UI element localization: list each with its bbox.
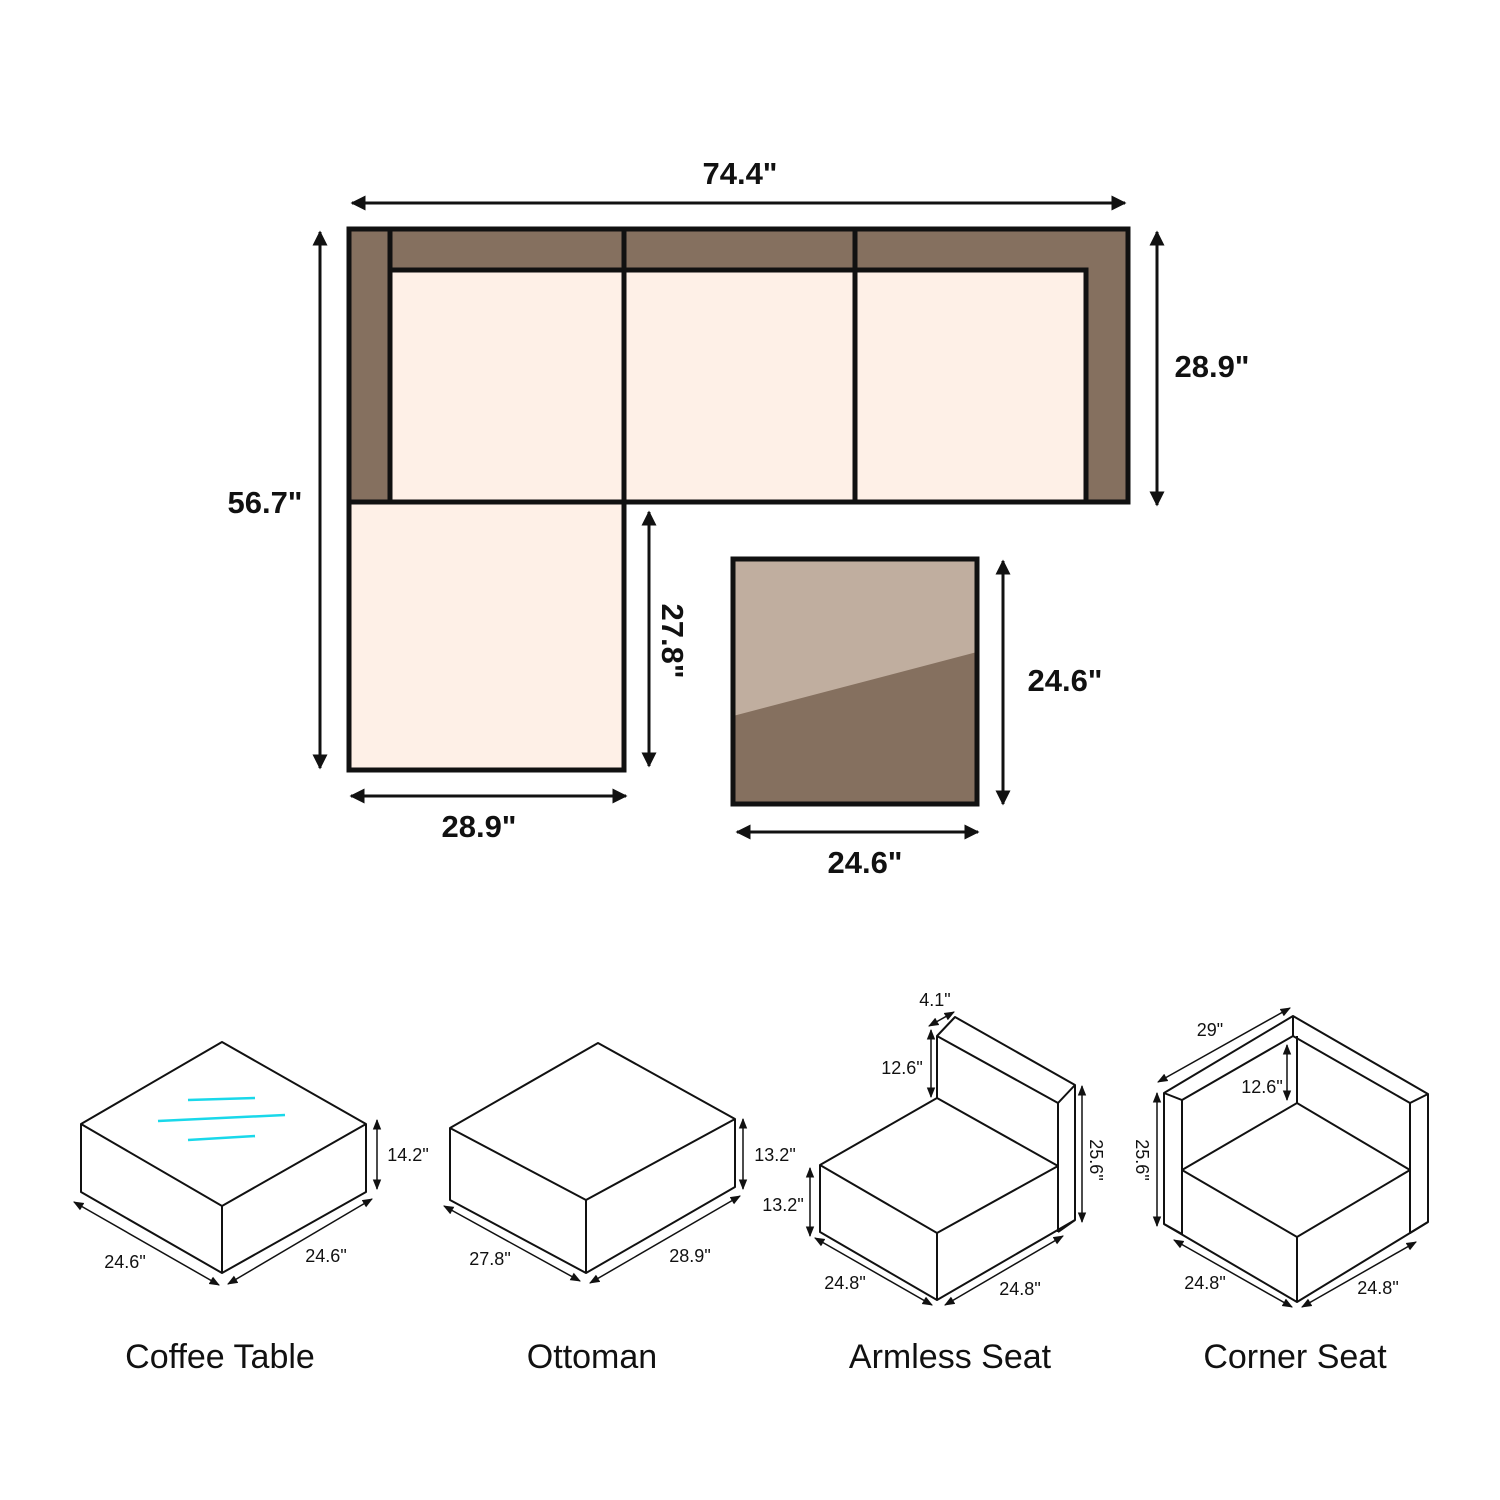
coffee-table-iso: 14.2" 24.6" 24.6" Coffee Table <box>73 1041 429 1376</box>
coffee-table-height: 14.2" <box>387 1145 428 1165</box>
corner-back-length: 29" <box>1197 1020 1223 1040</box>
corner-seat-iso: 29" 12.6" 25.6" 24.8" 24.8" Corner Seat <box>1132 1007 1429 1376</box>
coffee-table-left: 24.6" <box>104 1252 145 1272</box>
armless-total-height: 25.6" <box>1086 1139 1106 1180</box>
armless-left: 24.8" <box>824 1273 865 1293</box>
seat-cushion-1 <box>387 267 627 505</box>
glass-highlight <box>157 1096 286 1142</box>
corner-seat-caption: Corner Seat <box>1203 1338 1387 1376</box>
coffee-table-right: 24.6" <box>305 1246 346 1266</box>
armless-right: 24.8" <box>999 1279 1040 1299</box>
chaise-length-label: 27.8" <box>655 603 690 678</box>
seat-cushion-2 <box>621 267 858 505</box>
armless-seat-iso: 4.1" 12.6" 13.2" 25.6" 24.8" 24.8" Armle… <box>762 990 1106 1376</box>
ottoman-caption: Ottoman <box>527 1338 657 1376</box>
coffee-table-top-view <box>730 556 980 807</box>
ottoman-left: 27.8" <box>469 1249 510 1269</box>
coffee-table-caption: Coffee Table <box>125 1338 315 1376</box>
corner-left: 24.8" <box>1184 1273 1225 1293</box>
overall-depth-label: 56.7" <box>227 485 302 520</box>
armless-back-thickness: 4.1" <box>919 990 950 1010</box>
sectional-top-view: 74.4" 56.7" 28.9" 27.8" 28.9" 24.6" 24.6… <box>227 156 1249 880</box>
ottoman-right: 28.9" <box>669 1246 710 1266</box>
corner-back-height: 12.6" <box>1241 1077 1282 1097</box>
armless-seat-caption: Armless Seat <box>849 1338 1052 1376</box>
sofa-depth-label: 28.9" <box>1174 349 1249 384</box>
chaise-width-label: 28.9" <box>441 809 516 844</box>
chaise-ottoman <box>346 499 627 773</box>
ottoman-height: 13.2" <box>754 1145 795 1165</box>
seat-cushion-3 <box>852 267 1089 505</box>
armless-seat-height: 13.2" <box>762 1195 803 1215</box>
ottoman-iso: 13.2" 27.8" 28.9" Ottoman <box>443 1042 796 1376</box>
corner-right: 24.8" <box>1357 1278 1398 1298</box>
armless-back-height: 12.6" <box>881 1058 922 1078</box>
corner-total-height: 25.6" <box>1132 1139 1152 1180</box>
overall-width-label: 74.4" <box>702 156 777 191</box>
table-width-label: 24.6" <box>827 845 902 880</box>
table-depth-label: 24.6" <box>1027 663 1102 698</box>
